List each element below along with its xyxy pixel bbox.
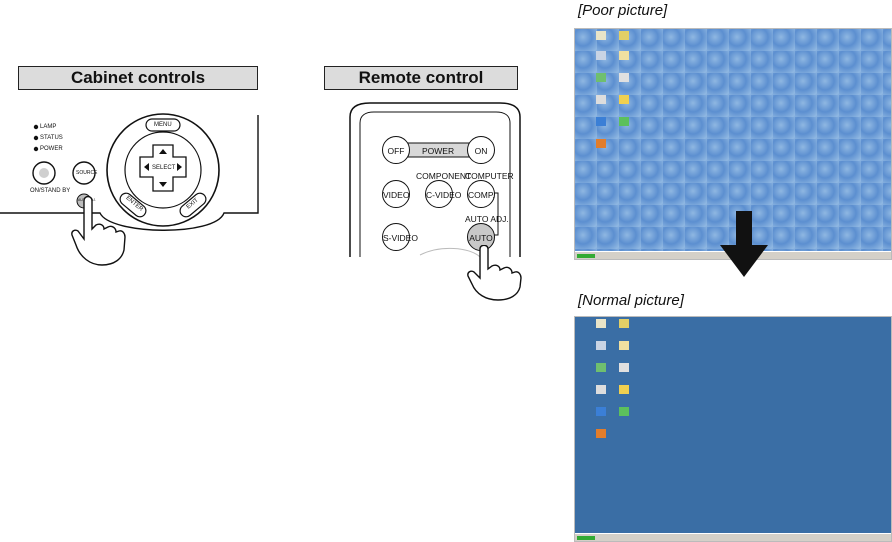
desktop-icon [619, 51, 629, 60]
poor-picture-screen [574, 28, 892, 260]
status-indicator-label: STATUS [40, 135, 63, 141]
desktop-icon [596, 429, 606, 438]
desktop-icon [619, 117, 629, 126]
desktop-icon [596, 385, 606, 394]
desktop-icon [619, 31, 629, 40]
desktop-icon [596, 363, 606, 372]
taskbar [575, 533, 891, 541]
menu-label: MENU [154, 122, 172, 128]
video-button[interactable]: VIDEO [382, 180, 410, 208]
desktop-icon [596, 117, 606, 126]
remote-control-header: Remote control [324, 66, 518, 90]
poor-picture-caption: [Poor picture] [578, 2, 668, 19]
cabinet-controls-header: Cabinet controls [18, 66, 258, 90]
power-indicator-label: POWER [40, 146, 63, 152]
desktop-icon [619, 319, 629, 328]
desktop-icon [596, 31, 606, 40]
component-label: COMPONENT [416, 171, 472, 181]
desktop-icon [596, 73, 606, 82]
desktop-icon [596, 139, 606, 148]
off-button[interactable]: OFF [382, 136, 410, 164]
desktop-icon [596, 407, 606, 416]
comp-button[interactable]: COMP. [467, 180, 495, 208]
down-arrow-icon [720, 211, 768, 277]
on-button[interactable]: ON [467, 136, 495, 164]
cabinet-panel-outline [0, 113, 259, 231]
desktop-icon [619, 341, 629, 350]
computer-label: COMPUTER [465, 171, 514, 181]
pointing-hand-icon [467, 245, 522, 301]
desktop-icon [619, 385, 629, 394]
desktop-icon [596, 319, 606, 328]
normal-picture-caption: [Normal picture] [578, 292, 684, 309]
pointing-hand-icon [71, 195, 126, 266]
desktop-icon [596, 95, 606, 104]
source-button-label: SOURCE [76, 170, 98, 176]
start-button [577, 254, 595, 258]
desktop-icon [619, 363, 629, 372]
cabinet-illustration: LAMP STATUS POWER ON/STAND BY SOURCE MEN… [0, 95, 270, 275]
start-button [577, 536, 595, 540]
s-video-button[interactable]: S-VIDEO [382, 223, 418, 251]
desktop-icon [619, 407, 629, 416]
remote-illustration: OFF POWER ON COMPONENT COMPUTER VIDEO C-… [330, 95, 530, 301]
c-video-button[interactable]: C-VIDEO [425, 180, 461, 208]
desktop-icon [619, 95, 629, 104]
select-label: SELECT [152, 165, 176, 171]
power-label: POWER [422, 146, 455, 156]
normal-picture-screen [574, 316, 892, 542]
lamp-indicator-label: LAMP [40, 124, 57, 130]
desktop-icon [596, 51, 606, 60]
auto-adj-label: AUTO ADJ. [465, 214, 509, 224]
on-standby-label: ON/STAND BY [30, 188, 71, 194]
desktop-icon [619, 73, 629, 82]
desktop-icon [596, 341, 606, 350]
